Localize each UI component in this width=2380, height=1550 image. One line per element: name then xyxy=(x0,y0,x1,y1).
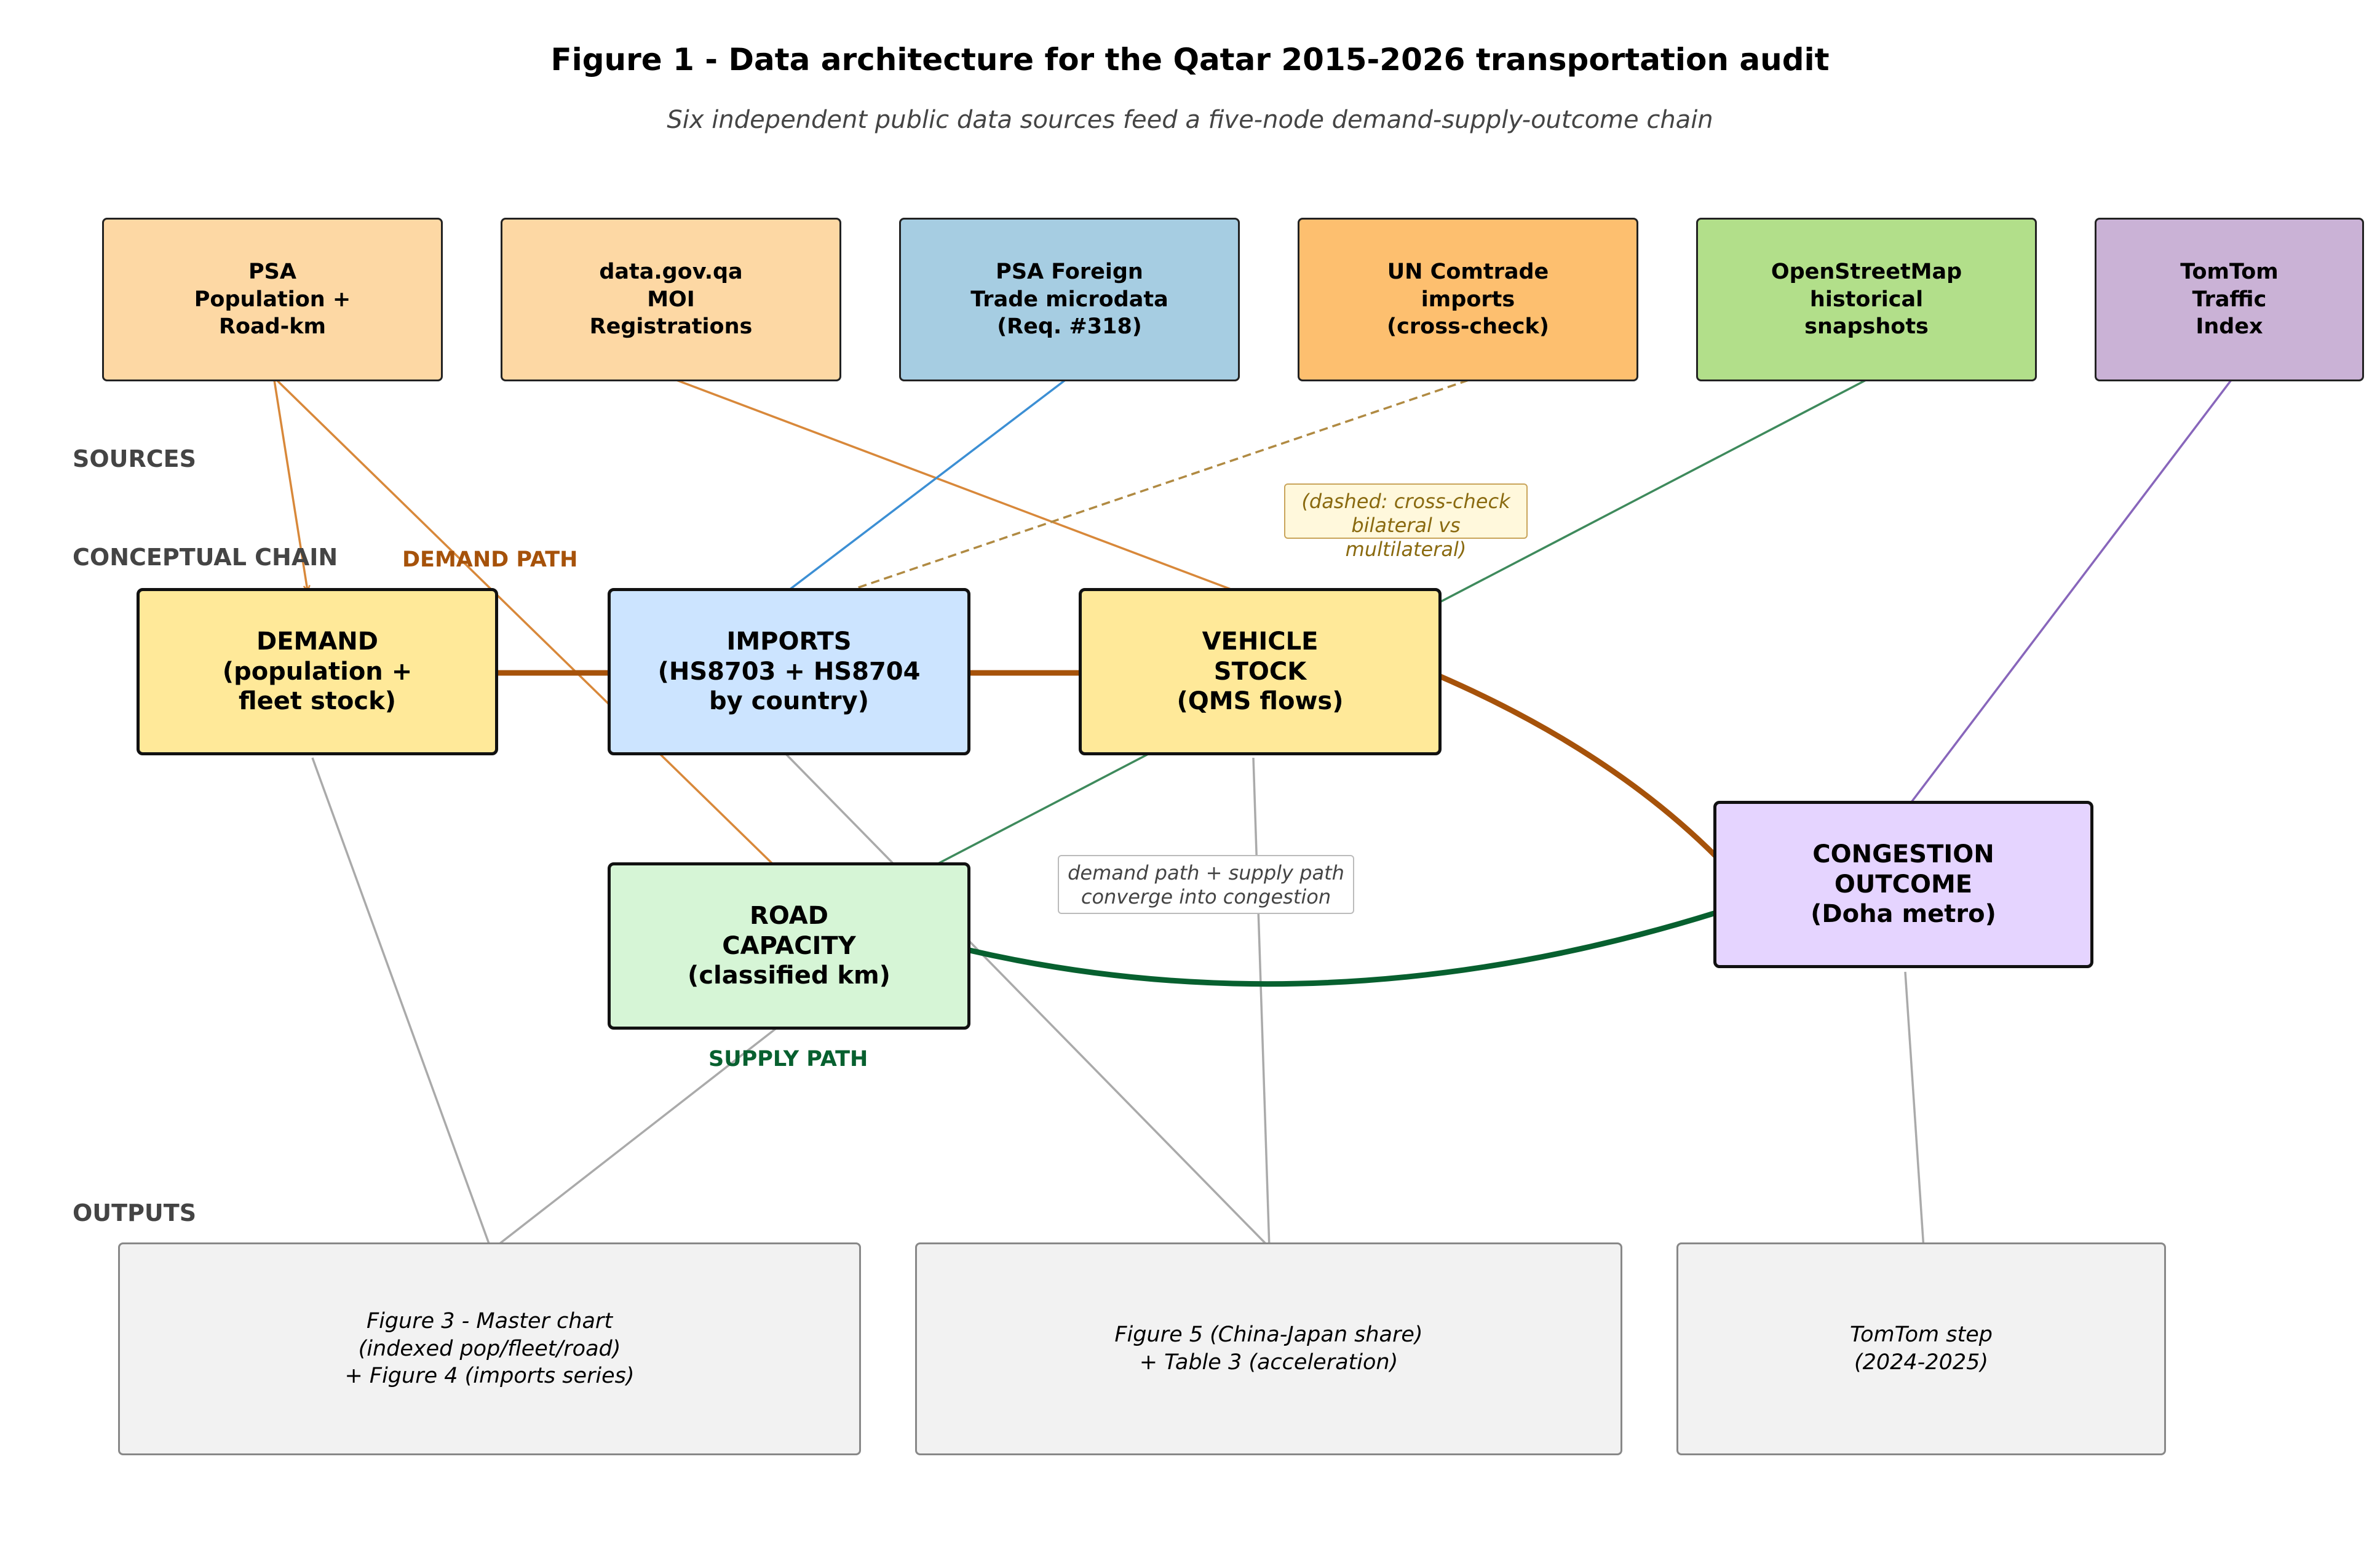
output-figure5-table3: Figure 5 (China-Japan share) + Table 3 (… xyxy=(915,1242,1622,1455)
node-demand: DEMAND (population + fleet stock) xyxy=(137,588,498,755)
arrow-imports-to-output2 xyxy=(785,753,1271,1249)
node-congestion-outcome: CONGESTION OUTCOME (Doha metro) xyxy=(1713,801,2093,968)
source-tomtom: TomTom Traffic Index xyxy=(2095,218,2364,381)
source-moi-registrations: data.gov.qa MOI Registrations xyxy=(501,218,841,381)
demand-path-label: DEMAND PATH xyxy=(402,547,578,572)
node-imports: IMPORTS (HS8703 + HS8704 by country) xyxy=(608,588,970,755)
node-vehicle-stock: VEHICLE STOCK (QMS flows) xyxy=(1079,588,1442,755)
demand-path-arrow-3 xyxy=(1437,672,1722,862)
arrow-trade-to-imports xyxy=(783,379,1066,594)
converge-note: demand path + supply path converge into … xyxy=(1058,855,1354,914)
figure-title: Figure 1 - Data architecture for the Qat… xyxy=(550,42,1830,78)
arrow-demand-to-output1 xyxy=(311,757,491,1249)
supply-path-arrow xyxy=(966,910,1716,987)
supply-path-label: SUPPLY PATH xyxy=(708,1047,868,1071)
arrow-tomtom-to-congestion xyxy=(1908,379,2232,807)
arrow-psa-to-road xyxy=(276,379,777,868)
source-psa: PSA Population + Road-km xyxy=(102,218,443,381)
cross-check-note: (dashed: cross-check bilateral vs multil… xyxy=(1284,483,1528,561)
source-openstreetmap: OpenStreetMap historical snapshots xyxy=(1696,218,2037,381)
section-label-sources: SOURCES xyxy=(73,445,197,472)
arrow-comtrade-to-imports-dashed xyxy=(839,379,1469,594)
output-tomtom-step: TomTom step (2024-2025) xyxy=(1676,1242,2166,1455)
section-label-outputs: OUTPUTS xyxy=(73,1199,197,1226)
figure-subtitle: Six independent public data sources feed… xyxy=(667,106,1713,134)
section-label-conceptual-chain: CONCEPTUAL CHAIN xyxy=(73,544,338,571)
arrow-vehicle-to-output2 xyxy=(1252,757,1269,1249)
source-un-comtrade: UN Comtrade imports (cross-check) xyxy=(1298,218,1638,381)
arrow-psa-to-demand xyxy=(273,380,307,590)
arrow-congestion-to-output3 xyxy=(1904,971,1924,1249)
source-psa-foreign-trade: PSA Foreign Trade microdata (Req. #318) xyxy=(899,218,1240,381)
node-road-capacity: ROAD CAPACITY (classified km) xyxy=(608,862,970,1030)
arrow-moi-to-vehicle xyxy=(676,379,1247,595)
output-figure3-figure4: Figure 3 - Master chart (indexed pop/fle… xyxy=(118,1242,861,1455)
arrow-road-to-output1 xyxy=(493,1027,777,1249)
